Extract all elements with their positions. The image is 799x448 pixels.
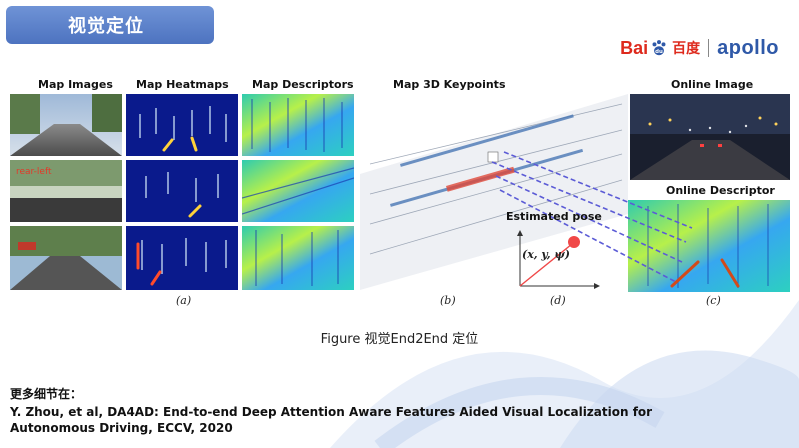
- match-lines: [491, 151, 693, 283]
- online-descriptor-panel: [628, 200, 790, 292]
- sublabel-a: (a): [176, 294, 192, 307]
- more-details-label: 更多细节在：: [10, 387, 83, 401]
- sublabel-b: (b): [440, 294, 456, 307]
- map-heatmaps-panel: [126, 94, 238, 290]
- map-image-row1: [10, 94, 122, 156]
- header-online-descriptor: Online Descriptor: [666, 184, 775, 197]
- slide-title: 视觉定位: [6, 6, 214, 44]
- reference-line-2: Autonomous Driving, ECCV, 2020: [10, 421, 233, 435]
- pose-formula: (x, y, ψ): [522, 248, 570, 261]
- map-images-panel: rear-left: [10, 94, 122, 290]
- baidu-paw-icon: du: [652, 40, 666, 56]
- localization-figure: Map Images Map Heatmaps Map Descriptors …: [6, 72, 793, 310]
- label-estimated-pose: Estimated pose: [506, 210, 602, 223]
- logo-bar: Bai du 百度 apollo: [620, 34, 779, 62]
- svg-text:du: du: [655, 49, 663, 55]
- sublabel-d: (d): [550, 294, 566, 307]
- header-map-heatmaps: Map Heatmaps: [136, 78, 229, 91]
- header-map-images: Map Images: [38, 78, 113, 91]
- header-online-image: Online Image: [671, 78, 754, 91]
- sublabel-c: (c): [706, 294, 721, 307]
- rear-left-tag: rear-left: [16, 167, 52, 177]
- reference-citation: Y. Zhou, et al, DA4AD: End-to-end Deep A…: [10, 404, 790, 436]
- logo-divider: [708, 39, 710, 57]
- online-image-panel: [630, 94, 790, 180]
- figure-caption: Figure 视觉End2End 定位: [320, 332, 479, 347]
- header-map-descriptors: Map Descriptors: [252, 78, 354, 91]
- map-descriptors-panel: [242, 94, 354, 290]
- reference-line-1: Y. Zhou, et al, DA4AD: End-to-end Deep A…: [10, 405, 653, 419]
- header-map-3d-keypoints: Map 3D Keypoints: [393, 78, 506, 91]
- baidu-logo: Bai du 百度: [620, 37, 701, 58]
- map-3d-keypoints-panel: [360, 94, 628, 290]
- apollo-logo: apollo: [717, 36, 779, 59]
- map-image-row2: rear-left: [10, 160, 122, 222]
- pose-dot-icon: [568, 236, 580, 248]
- estimated-pose-diagram: [517, 230, 600, 289]
- map-image-row3: [10, 226, 122, 290]
